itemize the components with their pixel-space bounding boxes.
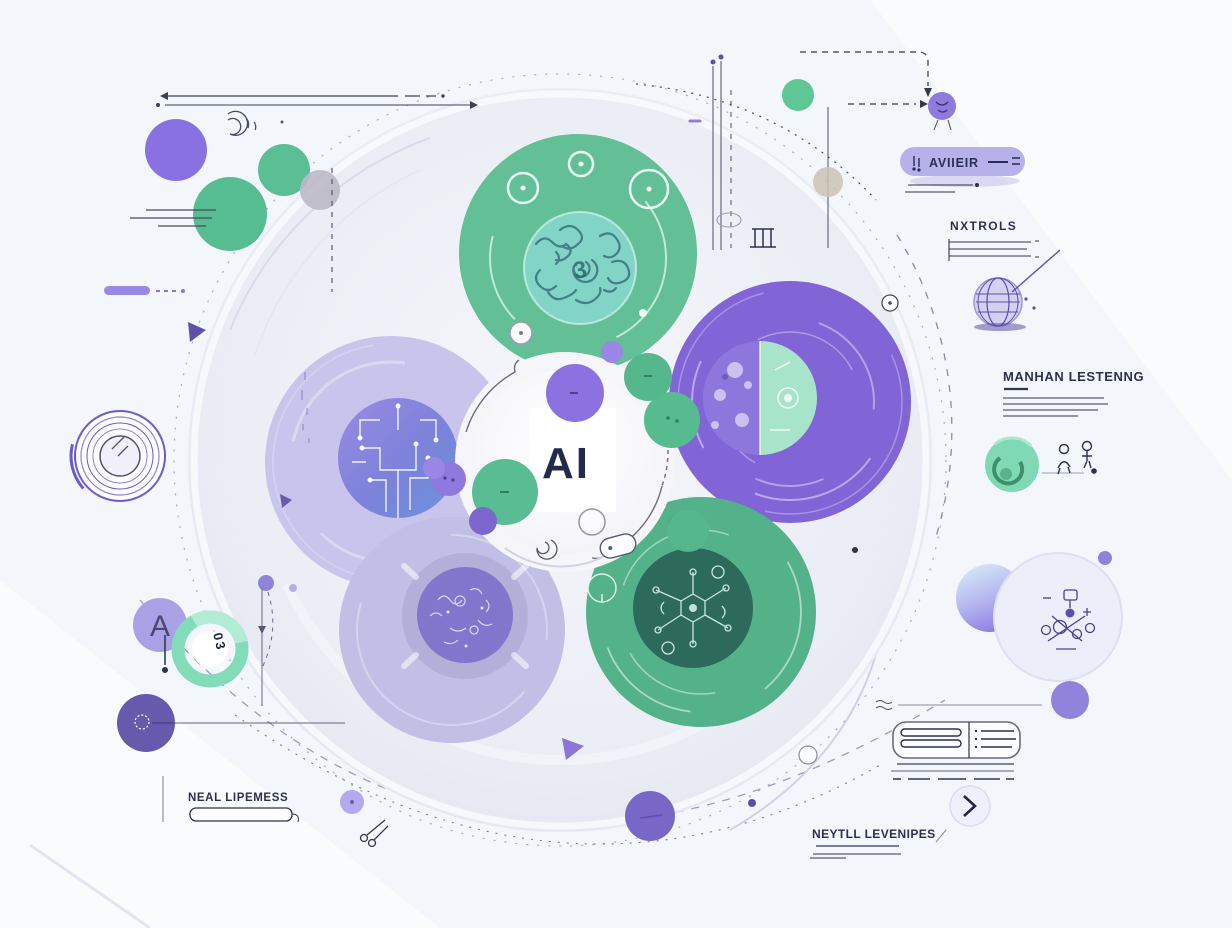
ml-lines [1003,387,1108,417]
neural-levels-lines [810,845,901,859]
speed-lines [130,209,216,227]
green-node [193,177,267,251]
bottom-right-cluster: NEYTLL LEVENIPES [810,700,1042,859]
schematic-circle [993,552,1123,682]
controls-lines [948,239,1039,261]
core-dot [578,508,606,536]
petal-right-purple [669,281,911,523]
svg-text:A: A [150,610,170,643]
brain-number: 3 [571,256,589,285]
card-lines [891,763,1014,780]
donut-green-icon [983,436,1041,494]
petal-bottom-left-lavender [339,517,565,743]
report-card [892,721,1021,759]
left-column [69,286,297,592]
right-column: AVIIEIR NXTROLS MANHAN LESTENNG [900,147,1144,719]
ai-label: AI [542,439,590,488]
spiral-icon [227,110,249,136]
circuit-pattern [338,398,458,518]
pencil-doodle [599,533,637,559]
dark-purple-disc [117,694,345,752]
schematic-icon [1040,589,1096,650]
cone-shape [188,322,206,342]
chevron-circle [935,785,991,843]
neural-levels-label: NEYTLL LEVENIPES [812,827,936,841]
globe-icon [973,249,1061,331]
chevron-right-icon [963,795,977,817]
network-pattern [633,548,753,668]
tiny-marks [301,372,310,443]
target-icon [69,405,171,507]
brain-pattern: 3 [523,211,637,325]
pill-badge [900,147,1025,176]
top-right-cluster [688,51,956,312]
bottom-center-shapes [562,547,858,841]
ring-ticks [401,563,529,669]
bubble-circles [506,150,670,210]
grid-gate-icon [750,228,776,248]
people-icon [1057,440,1097,475]
progress-outline [189,807,293,822]
hamburger-icon [1012,157,1020,165]
ml-label: MANHAN LESTENNG [1003,369,1144,384]
squiggle-pattern [417,567,513,663]
purple-node [145,119,207,181]
green-flow-node [782,79,814,111]
top-left-cluster [130,92,478,292]
controls-label: NXTROLS [950,219,1017,233]
scatter-dots [423,321,709,552]
lightbulb-icon [928,92,956,131]
pill-prefix-icon [912,156,921,172]
petal-top-green: 3 [459,134,697,372]
pill-label: AVIIEIR [929,156,979,170]
petal-bottom-right-green [586,497,816,727]
scissors-icon [359,819,389,848]
ring-number: 03 [210,631,229,653]
spiral-doodle [536,539,558,560]
ring-badge: 03 [171,610,249,688]
bottom-left-cluster: A 03 NEAL LIPEMESS [117,588,389,848]
neural-lines-label: NEAL LIPEMESS [188,792,288,804]
tan-node [813,167,843,197]
